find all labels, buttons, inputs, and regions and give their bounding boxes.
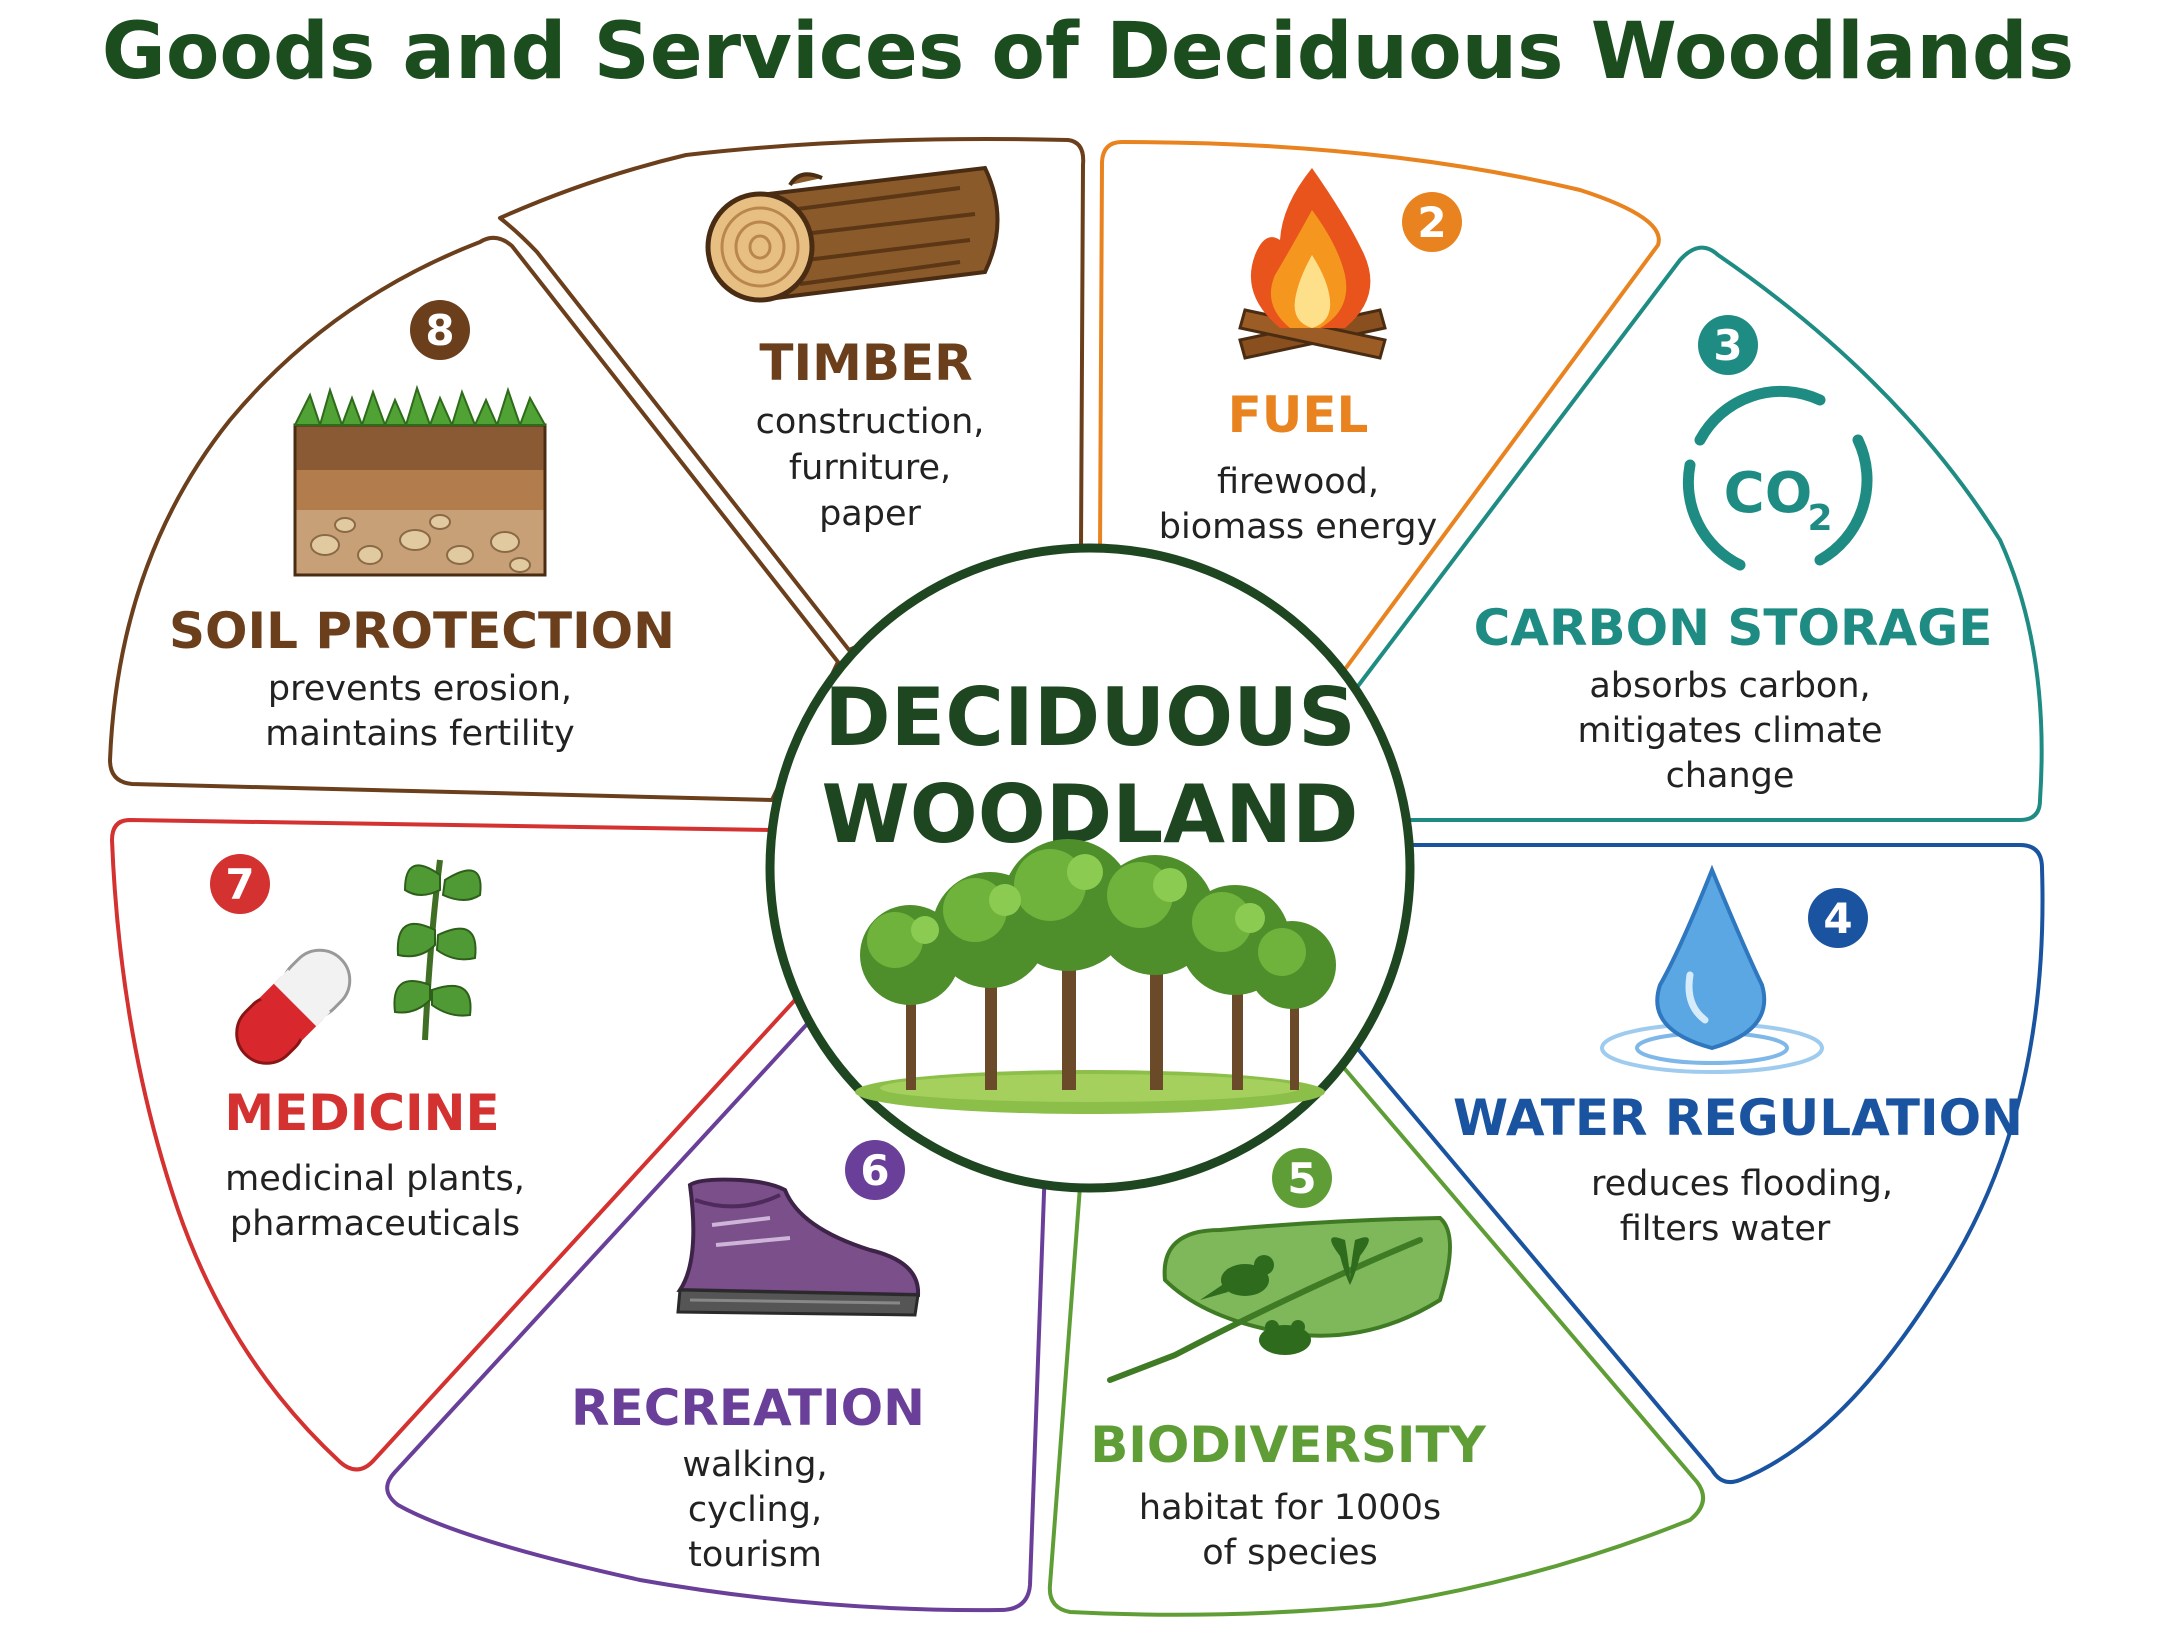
biodiversity-desc-1: habitat for 1000s bbox=[1139, 1488, 1441, 1528]
badge-5: 5 bbox=[1272, 1148, 1332, 1208]
capsule-and-herb-icon bbox=[235, 859, 482, 1065]
svg-text:5: 5 bbox=[1287, 1154, 1316, 1203]
svg-text:3: 3 bbox=[1713, 321, 1742, 370]
recreation-desc-2: cycling, bbox=[688, 1490, 822, 1530]
medicine-desc-1: medicinal plants, bbox=[225, 1159, 525, 1199]
carbon-desc-3: change bbox=[1666, 756, 1795, 796]
page-title: Goods and Services of Deciduous Woodland… bbox=[102, 7, 2074, 97]
soil-segment-border bbox=[108, 235, 840, 802]
badge-2: 2 bbox=[1402, 192, 1462, 252]
badge-3: 3 bbox=[1698, 315, 1758, 375]
water-regulation-heading: WATER REGULATION bbox=[1453, 1089, 2023, 1147]
fuel-heading: FUEL bbox=[1228, 386, 1369, 444]
carbon-storage-heading: CARBON STORAGE bbox=[1474, 599, 1993, 657]
svg-text:8: 8 bbox=[425, 306, 454, 355]
fuel-segment-border bbox=[1098, 140, 1661, 678]
water-drop-icon bbox=[1600, 864, 1824, 1074]
deciduous-trees-icon bbox=[855, 839, 1336, 1114]
center-hub: DECIDUOUS WOODLAND bbox=[765, 543, 1415, 1193]
fire-icon bbox=[1238, 168, 1387, 360]
medicine-desc-2: pharmaceuticals bbox=[230, 1204, 520, 1244]
fuel-desc-2: biomass energy bbox=[1159, 507, 1437, 547]
timber-desc-2: furniture, bbox=[789, 448, 951, 488]
svg-text:4: 4 bbox=[1823, 894, 1852, 943]
timber-desc-3: paper bbox=[819, 494, 921, 534]
carbon-desc-1: absorbs carbon, bbox=[1589, 666, 1870, 706]
biodiversity-heading: BIODIVERSITY bbox=[1090, 1416, 1486, 1474]
soil-layers-icon bbox=[293, 384, 547, 577]
water-desc-2: filters water bbox=[1620, 1209, 1831, 1249]
carbon-desc-2: mitigates climate bbox=[1577, 711, 1882, 751]
water-desc-1: reduces flooding, bbox=[1591, 1164, 1893, 1204]
co2-label: CO bbox=[1724, 461, 1813, 526]
segment-headings: TIMBER FUEL CARBON STORAGE WATER REGULAT… bbox=[169, 334, 2023, 1474]
timber-heading: TIMBER bbox=[759, 334, 972, 392]
recreation-heading: RECREATION bbox=[571, 1379, 925, 1437]
timber-segment-border bbox=[498, 137, 1086, 652]
soil-protection-heading: SOIL PROTECTION bbox=[169, 602, 675, 660]
badge-4: 4 bbox=[1808, 888, 1868, 948]
soil-desc-1: prevents erosion, bbox=[268, 669, 572, 709]
badge-8: 8 bbox=[410, 300, 470, 360]
center-title-line1: DECIDUOUS bbox=[824, 671, 1355, 764]
medicine-heading: MEDICINE bbox=[224, 1084, 499, 1142]
segment-borders bbox=[108, 137, 2045, 1617]
timber-desc-1: construction, bbox=[756, 402, 985, 442]
fuel-desc-1: firewood, bbox=[1217, 462, 1379, 502]
leaf-wildlife-icon bbox=[1107, 1215, 1452, 1383]
carbon-segment-border bbox=[1353, 245, 2044, 822]
biodiversity-segment-border bbox=[1047, 1046, 1706, 1617]
co2-cycle-icon: CO 2 bbox=[1682, 385, 1873, 571]
badge-6: 6 bbox=[845, 1140, 905, 1200]
svg-text:6: 6 bbox=[860, 1146, 889, 1195]
co2-subscript: 2 bbox=[1807, 498, 1832, 539]
recreation-desc-3: tourism bbox=[688, 1535, 822, 1575]
segment-descriptions: construction, furniture, paper firewood,… bbox=[225, 402, 1893, 1575]
recreation-segment-border bbox=[385, 1008, 1047, 1613]
svg-text:2: 2 bbox=[1417, 198, 1446, 247]
soil-desc-2: maintains fertility bbox=[265, 714, 574, 754]
log-icon bbox=[705, 165, 1000, 303]
hiking-boot-icon bbox=[676, 1177, 921, 1317]
medicine-segment-border bbox=[110, 818, 797, 1472]
recreation-desc-1: walking, bbox=[682, 1445, 827, 1485]
biodiversity-desc-2: of species bbox=[1202, 1533, 1378, 1573]
svg-text:7: 7 bbox=[225, 860, 254, 909]
badge-7: 7 bbox=[210, 854, 270, 914]
number-badges: 2 3 4 5 6 7 8 bbox=[210, 192, 1868, 1208]
water-segment-border bbox=[1340, 843, 2045, 1484]
